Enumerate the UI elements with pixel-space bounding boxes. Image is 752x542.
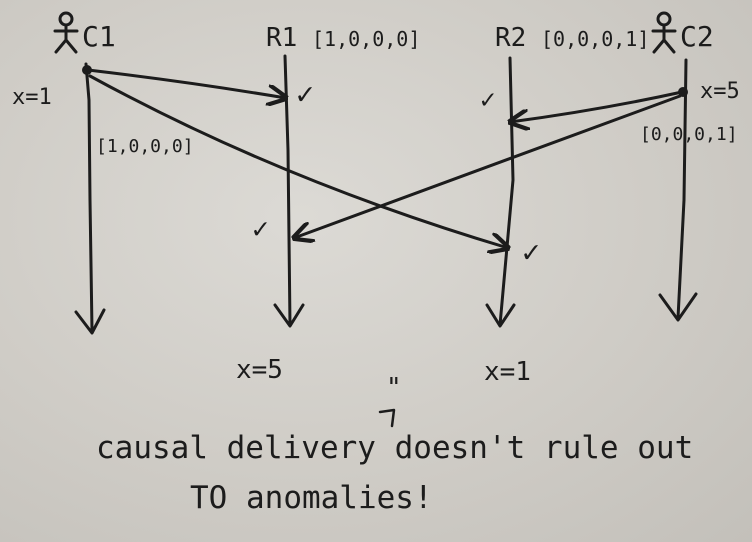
timeline-r2 [498,56,515,327]
timeline-r1-arrowhead-icon [273,303,305,328]
caption-line-1: causal delivery doesn't rule out [96,430,693,466]
r2-second-delivery-checkmark: ✓ [522,235,540,270]
c2-vclock-annotation: [0,0,0,1] [640,124,738,145]
c1-vclock-annotation: [1,0,0,0] [96,136,194,157]
r2-first-delivery-checkmark: ✓ [480,85,496,115]
c1-write-annotation: x=1 [12,85,52,110]
label-r1: R1 [266,23,297,53]
timeline-c2-arrowhead-icon [658,292,698,322]
caption-line-2: TO anomalies! [190,480,433,516]
label-c1: C1 [82,20,116,53]
timeline-c1 [84,62,94,332]
label-c2: C2 [680,20,714,53]
caption-quote-mark: " [386,373,402,403]
client-c2-figure-icon [651,11,677,54]
timeline-c2 [676,58,688,320]
r2-result-annotation: x=1 [484,357,531,387]
r1-vclock: [1,0,0,0] [312,27,420,51]
label-r2: R2 [495,23,526,53]
message-c2-to-r2 [510,90,684,122]
caption-insertion-caret [378,408,396,428]
c2-write-annotation: x=5 [700,79,740,104]
message-c2-to-r1 [294,94,682,238]
r2-vclock: [0,0,0,1] [541,27,649,51]
client-c1-figure-icon [53,11,79,54]
message-c1-to-r1 [86,68,286,98]
r1-second-delivery-checkmark: ✓ [252,212,269,245]
r1-first-delivery-checkmark: ✓ [296,77,314,112]
timeline-r1 [283,54,292,327]
timeline-c1-arrowhead-icon [74,308,106,335]
message-c1-to-r2 [88,74,508,248]
r1-result-annotation: x=5 [236,355,283,385]
timeline-r2-arrowhead-icon [485,303,516,328]
